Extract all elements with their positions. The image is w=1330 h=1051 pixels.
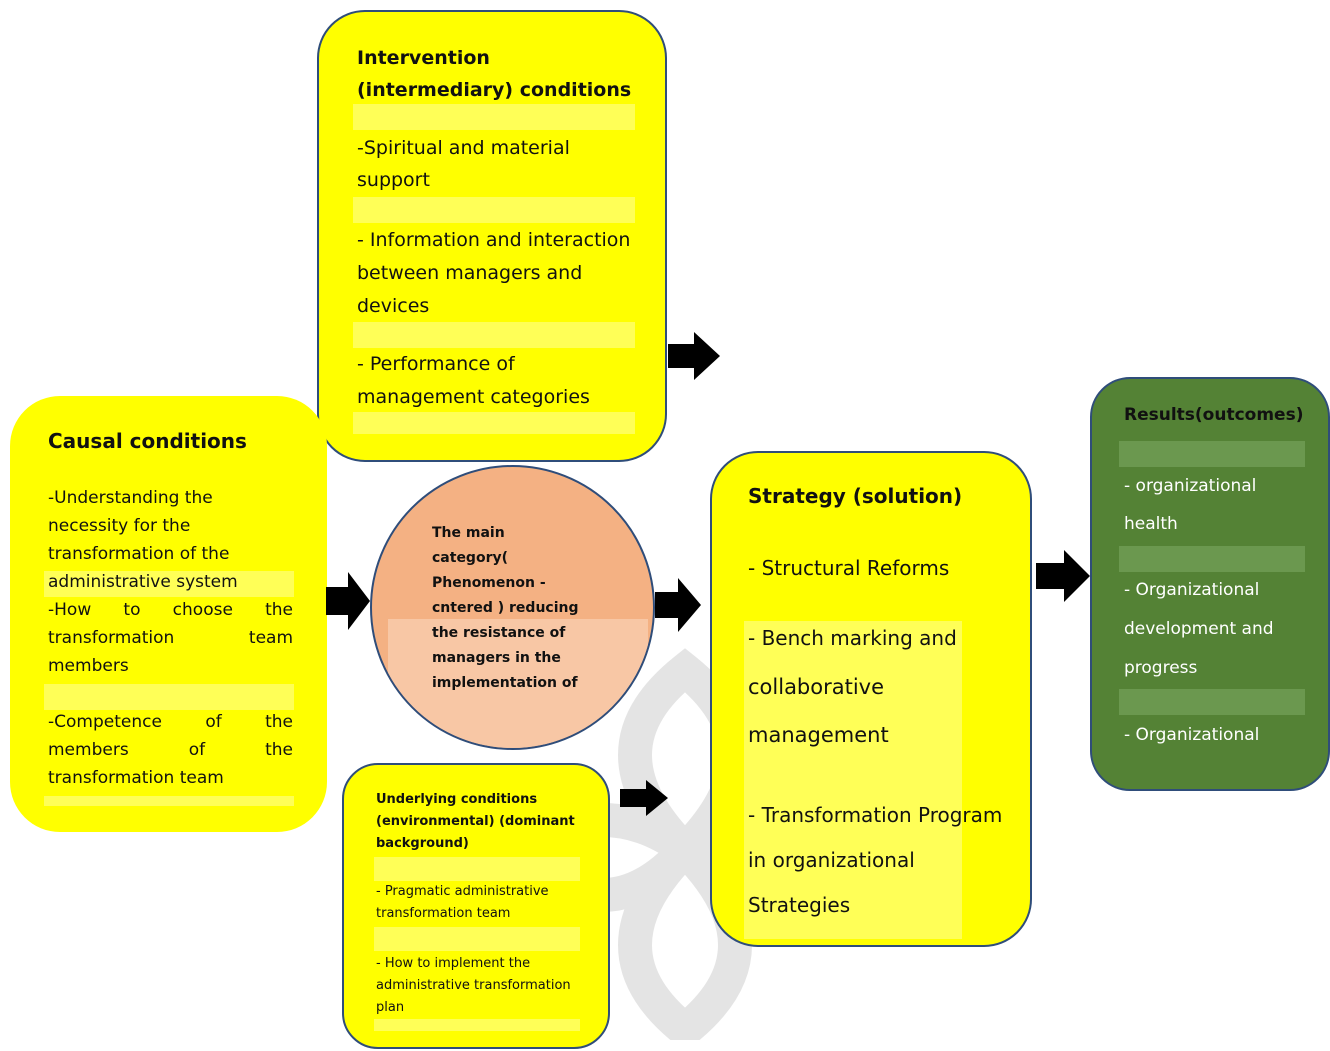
intervention-item-2: - Information and interaction between ma… (357, 229, 631, 317)
results-item-1: - organizational health (1124, 476, 1257, 534)
strategy-item-1: - Structural Reforms (748, 556, 950, 580)
causal-title: Causal conditions (48, 429, 247, 453)
results-item-2: - Organizational development and progres… (1124, 580, 1274, 678)
causal-item-2: -How to choose the transformation team m… (48, 600, 293, 676)
intervention-item-1: -Spiritual and material support (357, 137, 570, 191)
strategy-title: Strategy (solution) (748, 484, 963, 508)
main-category-text: The main category( Phenomenon - cntered … (432, 525, 579, 701)
results-title: Results(outcomes) (1124, 405, 1304, 425)
underlying-item-2: - How to implement the administrative tr… (376, 956, 571, 1015)
strategy-item-4: - Transformation Program in organization… (748, 803, 1003, 917)
strategy-item-3: collaborative management (748, 675, 889, 747)
underlying-title: Underlying conditions (environmental) (d… (376, 792, 575, 851)
strategy-box: Strategy (solution) - Structural Reforms… (710, 451, 1032, 947)
causal-item-1: -Understanding the necessity for the tra… (48, 488, 238, 592)
causal-conditions-box: Causal conditions -Understanding the nec… (10, 396, 327, 832)
arrow-underlying-right-icon (620, 780, 668, 816)
underlying-item-1: - Pragmatic administrative transformatio… (376, 884, 549, 921)
underlying-conditions-box: Underlying conditions (environmental) (d… (342, 763, 610, 1049)
strategy-item-2: - Bench marking and (748, 626, 957, 650)
causal-item-3: -Competence of the members of the transf… (48, 712, 293, 788)
intervention-conditions-box: Intervention (intermediary) conditions -… (317, 10, 667, 462)
arrow-intervention-right-icon (668, 332, 720, 380)
main-category-circle: The main category( Phenomenon - cntered … (370, 465, 655, 750)
arrow-main-to-strategy-icon (655, 578, 701, 632)
results-box: Results(outcomes) - organizational healt… (1090, 377, 1330, 791)
intervention-item-3: - Performance of management categories (357, 353, 590, 408)
intervention-title: Intervention (intermediary) conditions (357, 47, 632, 101)
arrow-causal-to-main-icon (326, 572, 370, 630)
arrow-strategy-to-results-icon (1036, 550, 1090, 602)
results-item-3: - Organizational productivity (1124, 725, 1260, 767)
